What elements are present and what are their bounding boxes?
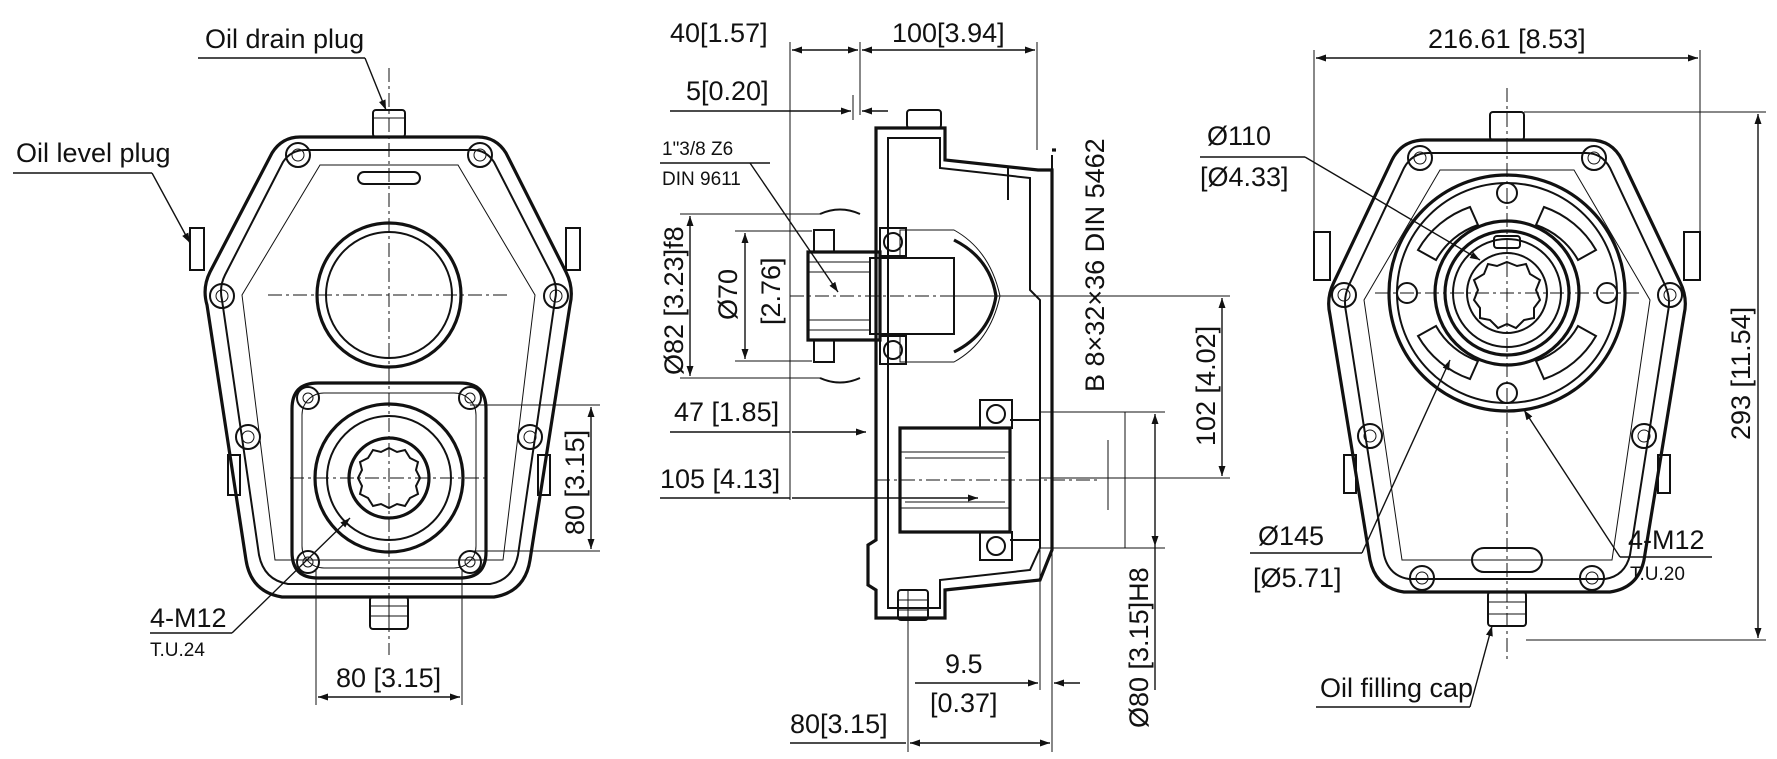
side-dim-9-5: 9.5 [945,649,983,679]
side-dim-dia-inner: Ø70 [713,269,743,320]
oil-drain-plug-shape [372,109,406,138]
side-spline-spec: B 8×32×36 DIN 5462 [1080,138,1110,392]
rear-flange-bolts [1396,182,1618,404]
side-dim-top-right: 100[3.94] [892,18,1005,48]
rear-bolts-label: 4-M12 [1628,525,1705,555]
rear-dim-dia-145-in: [Ø5.71] [1253,563,1342,593]
side-dim-top-left: 40[1.57] [670,18,768,48]
front-dim-height: 80 [3.15] [560,430,590,535]
oil-filling-cap-label: Oil filling cap [1320,673,1473,703]
side-housing-outline [866,126,1054,620]
side-dim-47: 47 [1.85] [674,397,779,427]
front-housing-outline [203,135,573,599]
rear-dim-dia-110: Ø110 [1207,121,1271,151]
rear-dim-height: 293 [11.54] [1726,307,1756,440]
side-dim-dia-80: Ø80 [3.15]H8 [1124,567,1154,728]
front-perimeter-bolts [209,142,569,450]
oil-drain-plug-label: Oil drain plug [205,24,364,54]
rear-dim-dia-110-in: [Ø4.33] [1200,162,1289,192]
rear-dim-dia-145: Ø145 [1258,521,1324,551]
rear-bolts-depth-label: T.U.20 [1630,564,1685,585]
rear-mounting-flange [1387,173,1627,413]
side-dim-bottom: 80[3.15] [790,709,888,739]
top-opening [315,221,463,369]
side-dim-105: 105 [4.13] [660,464,780,494]
side-shaft-spec-2: DIN 9611 [662,169,741,190]
front-bolts-label: 4-M12 [150,603,227,633]
side-dim-offset: 5[0.20] [686,76,769,106]
side-view: 40[1.57] 100[3.94] 5[0.20] 1"3/8 Z6 DIN … [659,18,1230,752]
side-dim-102: 102 [4.02] [1191,326,1221,446]
side-dim-9-5-in: [0.37] [930,688,998,718]
front-dim-width: 80 [3.15] [336,663,441,693]
bottom-shaft-bore [313,402,465,554]
oil-level-plug-label: Oil level plug [16,138,171,168]
side-dim-dia-inner-in: [2.76] [756,257,786,325]
rear-dim-width: 216.61 [8.53] [1428,24,1586,54]
rear-view: 216.61 [8.53] Ø110 [Ø4.33] Ø145 [Ø5.71] … [1200,24,1766,708]
rear-perimeter-bolts [1331,145,1683,591]
front-bolts-depth-label: T.U.24 [150,640,205,661]
front-flange-bolts [296,386,482,574]
side-dim-dia-outer: Ø82 [3.23]f8 [659,226,689,375]
side-shaft-spec-1: 1"3/8 Z6 [662,139,733,160]
front-view: Oil drain plug Oil level plug 4-M12 T.U.… [13,24,600,705]
rear-housing-outline [1327,138,1687,594]
